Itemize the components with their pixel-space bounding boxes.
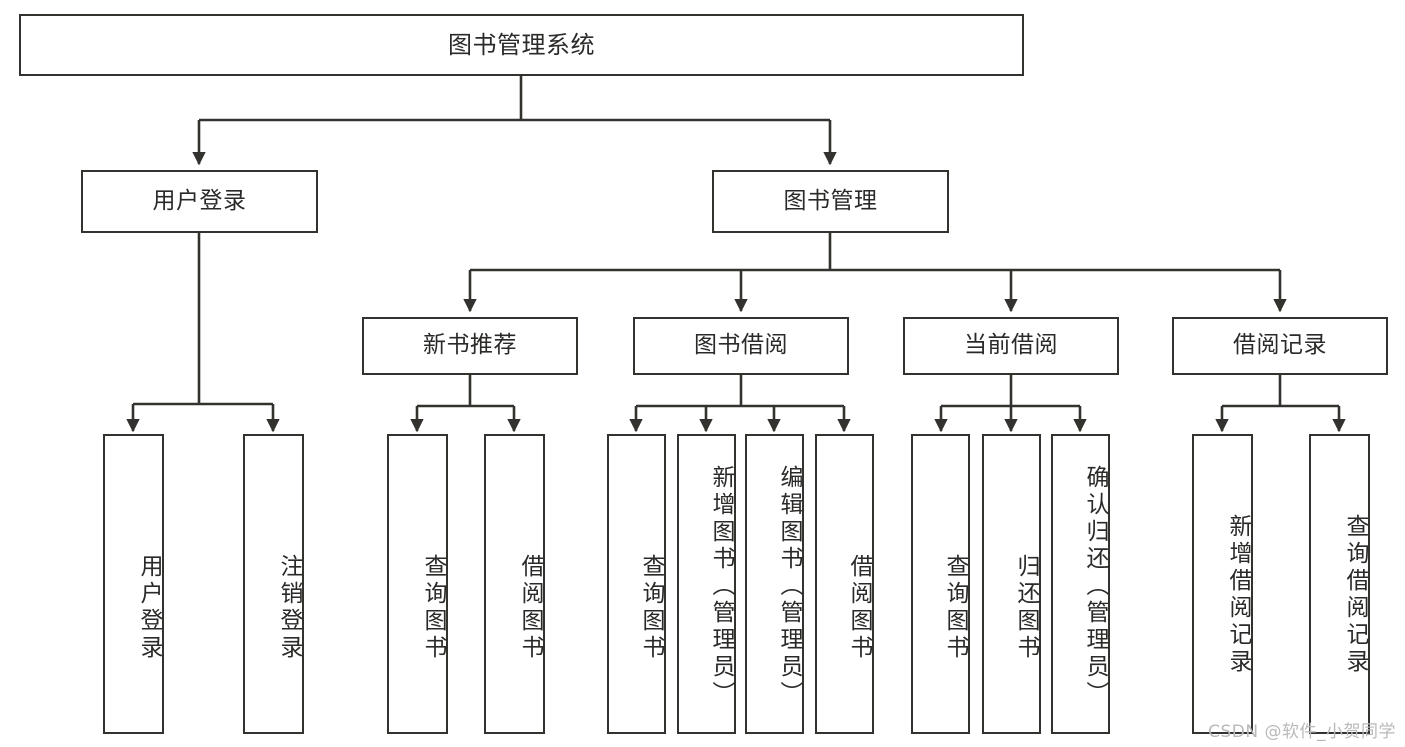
node-label: 查询图书 [420, 554, 446, 662]
node-label: 注销登录 [276, 554, 302, 662]
node-label: 图书管理系统 [448, 30, 595, 59]
leaf-edit-book-admin[interactable]: 编辑图书（管理员） [745, 434, 804, 734]
node-label: 借阅图书 [846, 554, 872, 662]
leaf-add-borrow-record[interactable]: 新增借阅记录 [1192, 434, 1253, 734]
node-label: 归还图书 [1013, 554, 1039, 662]
leaf-confirm-return-admin[interactable]: 确认归还（管理员） [1051, 434, 1110, 734]
node-label: 新增借阅记录 [1225, 514, 1251, 676]
node-book-borrow[interactable]: 图书借阅 [633, 317, 849, 375]
leaf-add-book-admin[interactable]: 新增图书（管理员） [677, 434, 736, 734]
leaf-return-book[interactable]: 归还图书 [982, 434, 1041, 734]
node-label: 当前借阅 [964, 332, 1058, 359]
leaf-query-borrow-record[interactable]: 查询借阅记录 [1309, 434, 1370, 734]
node-new-book-recommend[interactable]: 新书推荐 [362, 317, 578, 375]
node-label: 借阅图书 [517, 554, 543, 662]
node-label: 查询借阅记录 [1342, 514, 1368, 676]
node-root-system[interactable]: 图书管理系统 [19, 14, 1024, 76]
node-current-borrow[interactable]: 当前借阅 [903, 317, 1119, 375]
node-label: 图书借阅 [694, 332, 788, 359]
node-label: 新增图书（管理员） [708, 464, 734, 708]
node-label: 借阅记录 [1233, 332, 1327, 359]
leaf-borrow-book-bb[interactable]: 借阅图书 [815, 434, 874, 734]
leaf-query-book-nb[interactable]: 查询图书 [387, 434, 448, 734]
leaf-logout[interactable]: 注销登录 [243, 434, 304, 734]
leaf-user-login[interactable]: 用户登录 [103, 434, 164, 734]
node-label: 图书管理 [783, 187, 878, 214]
node-label: 用户登录 [136, 554, 162, 662]
node-book-management[interactable]: 图书管理 [712, 170, 949, 233]
leaf-borrow-book-nb[interactable]: 借阅图书 [484, 434, 545, 734]
node-label: 确认归还（管理员） [1082, 464, 1108, 708]
node-label: 查询图书 [942, 554, 968, 662]
node-label: 编辑图书（管理员） [776, 464, 802, 708]
node-borrow-records[interactable]: 借阅记录 [1172, 317, 1388, 375]
node-label: 新书推荐 [423, 332, 517, 359]
node-label: 用户登录 [152, 187, 247, 214]
watermark-text: CSDN @软件_小贺同学 [1208, 722, 1396, 742]
node-label: 查询图书 [638, 554, 664, 662]
leaf-query-book-cb[interactable]: 查询图书 [911, 434, 970, 734]
leaf-query-book-bb[interactable]: 查询图书 [607, 434, 666, 734]
node-user-login[interactable]: 用户登录 [81, 170, 318, 233]
